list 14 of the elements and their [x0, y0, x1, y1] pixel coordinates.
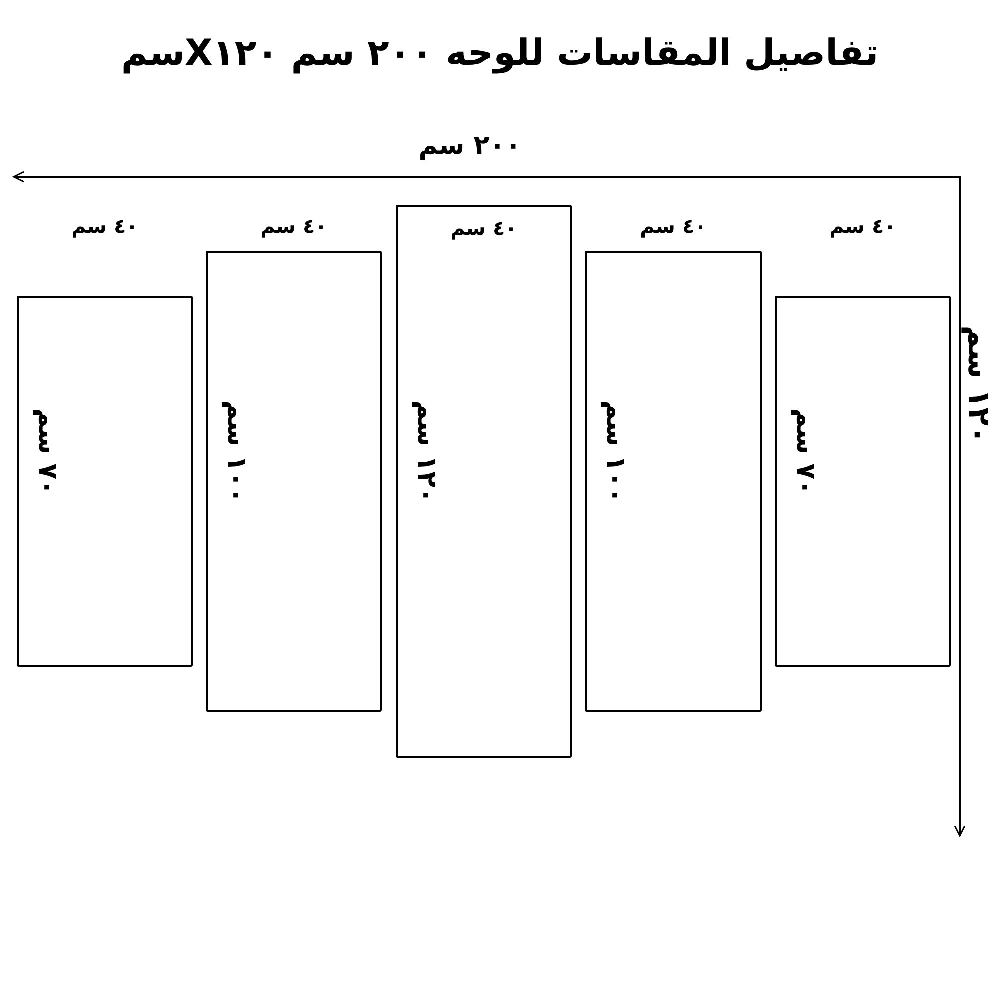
height-label: ١٢٠ سم — [411, 400, 441, 504]
width-label: ٤٠ سم — [828, 213, 898, 239]
title: تفاصيل المقاسات للوحه ٢٠٠ سم X١٢٠سم — [120, 32, 880, 76]
width-label: ٤٠ سم — [260, 213, 328, 239]
dimension-label: ١٢٠ سم — [961, 326, 995, 444]
height-label: ٧٠ سم — [32, 408, 62, 496]
width-label: ٤٠ سم — [639, 213, 708, 239]
panel-rectangle — [396, 205, 572, 758]
height-label: ١٠٠ سم — [221, 400, 251, 504]
width-label: ٤٠ سم — [70, 213, 140, 239]
width-label: ٤٠ سم — [450, 215, 518, 241]
height-label: ٧٠ سم — [790, 408, 820, 496]
height-label: ١٠٠ سم — [600, 400, 630, 504]
dimension-label: ٢٠٠ سم — [418, 130, 522, 163]
